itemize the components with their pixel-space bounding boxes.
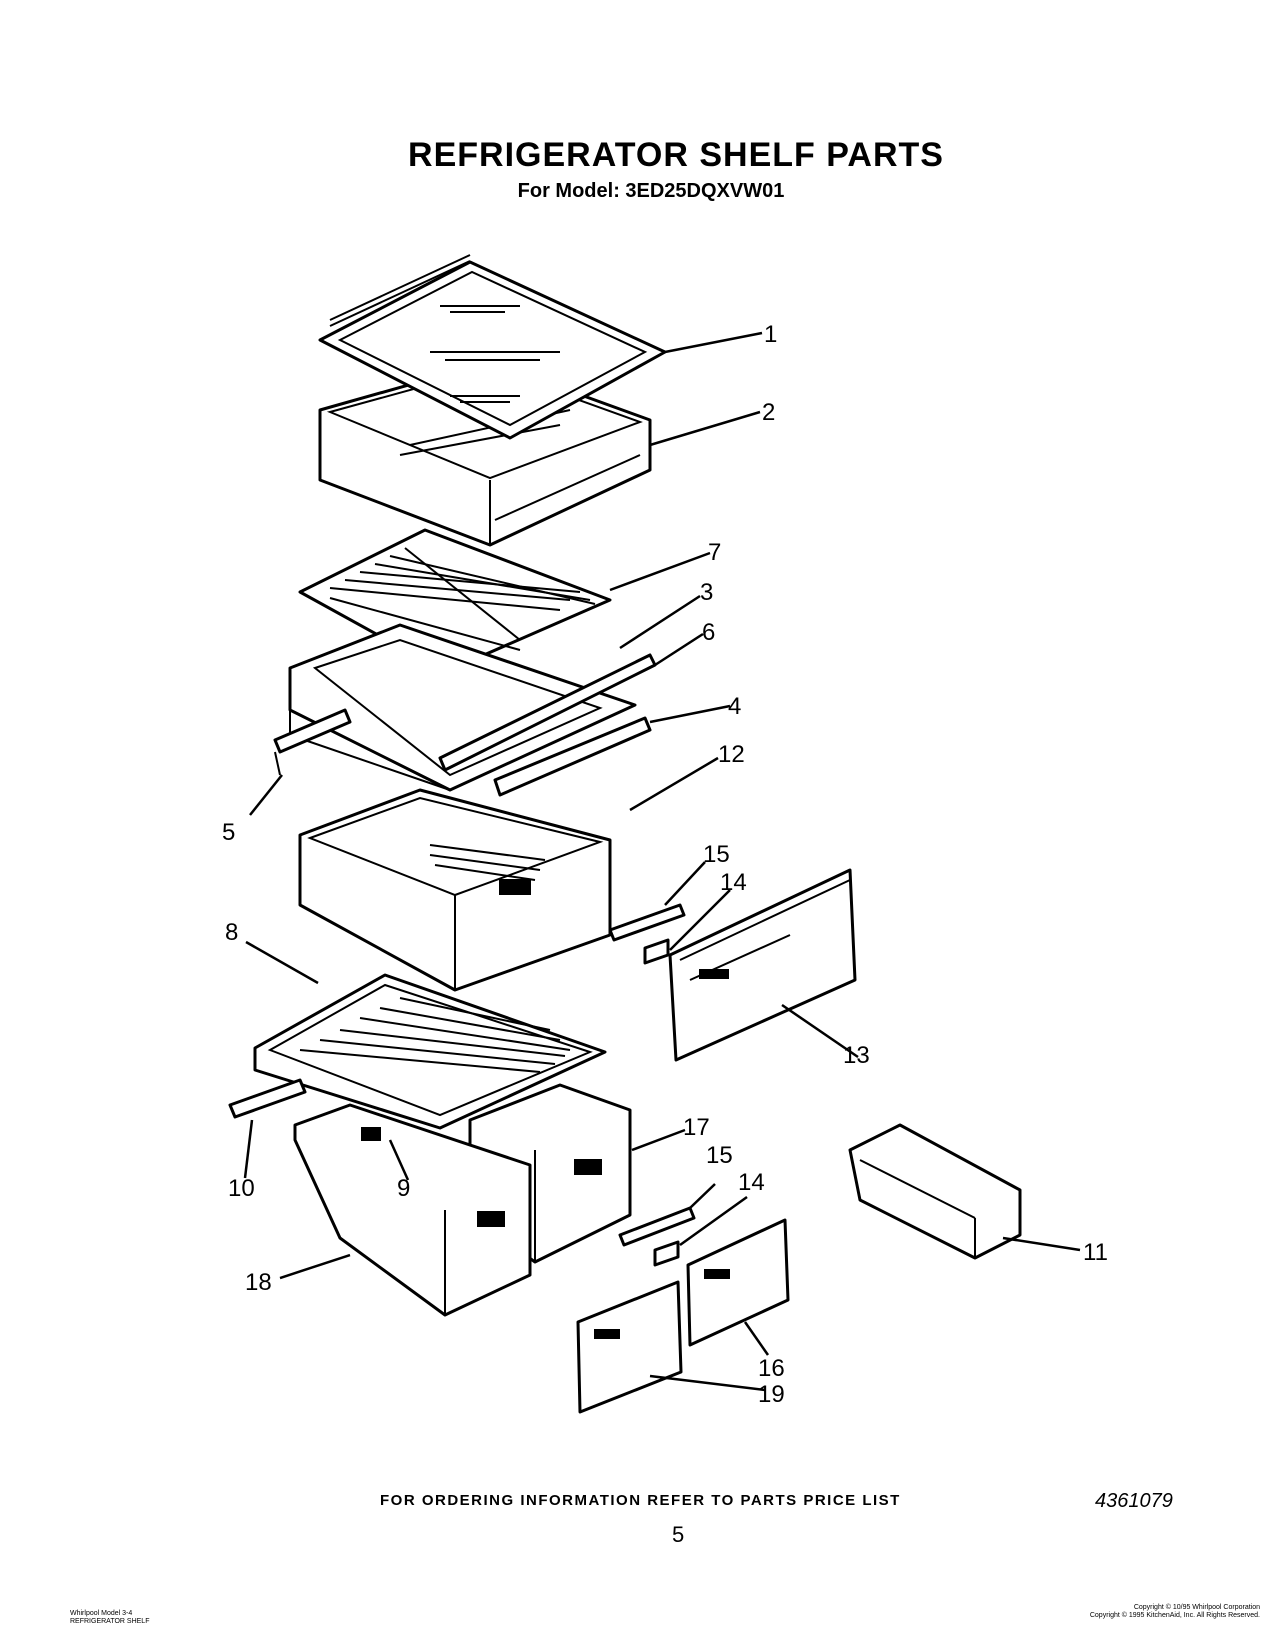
callout-8: 8 <box>225 919 238 946</box>
part-19-drawer-front <box>576 1280 683 1414</box>
footer-left: Whirlpool Model 3-4 REFRIGERATOR SHELF <box>70 1610 149 1626</box>
part-9-clip <box>361 1127 381 1141</box>
ordering-note: FOR ORDERING INFORMATION REFER TO PARTS … <box>380 1492 901 1509</box>
footer-right-line2: Copyright © 1995 KitchenAid, Inc. All Ri… <box>1089 1612 1260 1619</box>
callout-14-lower: 14 <box>738 1169 765 1196</box>
callout-1: 1 <box>764 321 777 348</box>
document-number: 4361079 <box>1095 1490 1173 1512</box>
callout-5: 5 <box>222 819 235 846</box>
callout-17: 17 <box>683 1114 710 1141</box>
callout-16: 16 <box>758 1355 785 1382</box>
model-subtitle: For Model: 3ED25DQXVW01 <box>517 180 785 202</box>
callout-13: 13 <box>843 1042 870 1069</box>
part-15-handle-upper <box>608 903 686 942</box>
part-14-clip-upper <box>643 938 670 965</box>
callout-15-lower: 15 <box>706 1142 733 1169</box>
part-14-clip-lower <box>653 1240 680 1267</box>
callout-3: 3 <box>700 579 713 606</box>
leader-lines <box>243 331 1081 1392</box>
part-5-rail <box>273 708 352 776</box>
callout-4: 4 <box>728 693 741 720</box>
callout-14-upper: 14 <box>720 869 747 896</box>
part-15-handle-lower <box>618 1206 696 1247</box>
part-8-lower-shelf <box>253 973 607 1130</box>
footer-right-line1: Copyright © 10/95 Whirlpool Corporation <box>1133 1604 1260 1611</box>
footer-right: Copyright © 10/95 Whirlpool Corporation … <box>1060 1604 1260 1620</box>
callout-7: 7 <box>708 539 721 566</box>
part-12-crisper-drawer <box>298 788 612 992</box>
footer-left-line1: Whirlpool Model 3-4 <box>70 1610 133 1617</box>
page-number: 5 <box>672 1522 685 1547</box>
part-11-door-bin <box>848 1123 1022 1260</box>
part-3-frame <box>288 623 637 792</box>
part-18-drawer <box>293 1103 532 1317</box>
footer-left-line2: REFRIGERATOR SHELF <box>70 1618 150 1625</box>
callout-10: 10 <box>228 1175 255 1202</box>
callout-19: 19 <box>758 1381 785 1408</box>
part-13-drawer-front <box>668 868 857 1062</box>
callout-15-upper: 15 <box>703 841 730 868</box>
callout-18: 18 <box>245 1269 272 1296</box>
callout-9: 9 <box>397 1175 410 1202</box>
part-4-rail <box>493 716 652 797</box>
part-16-drawer-front <box>686 1218 790 1347</box>
callout-6: 6 <box>702 619 715 646</box>
callout-12: 12 <box>718 741 745 768</box>
page-title: REFRIGERATOR SHELF PARTS <box>408 136 944 174</box>
part-10-rail <box>228 1078 307 1119</box>
callout-11: 11 <box>1083 1239 1108 1266</box>
callout-2: 2 <box>762 399 775 426</box>
